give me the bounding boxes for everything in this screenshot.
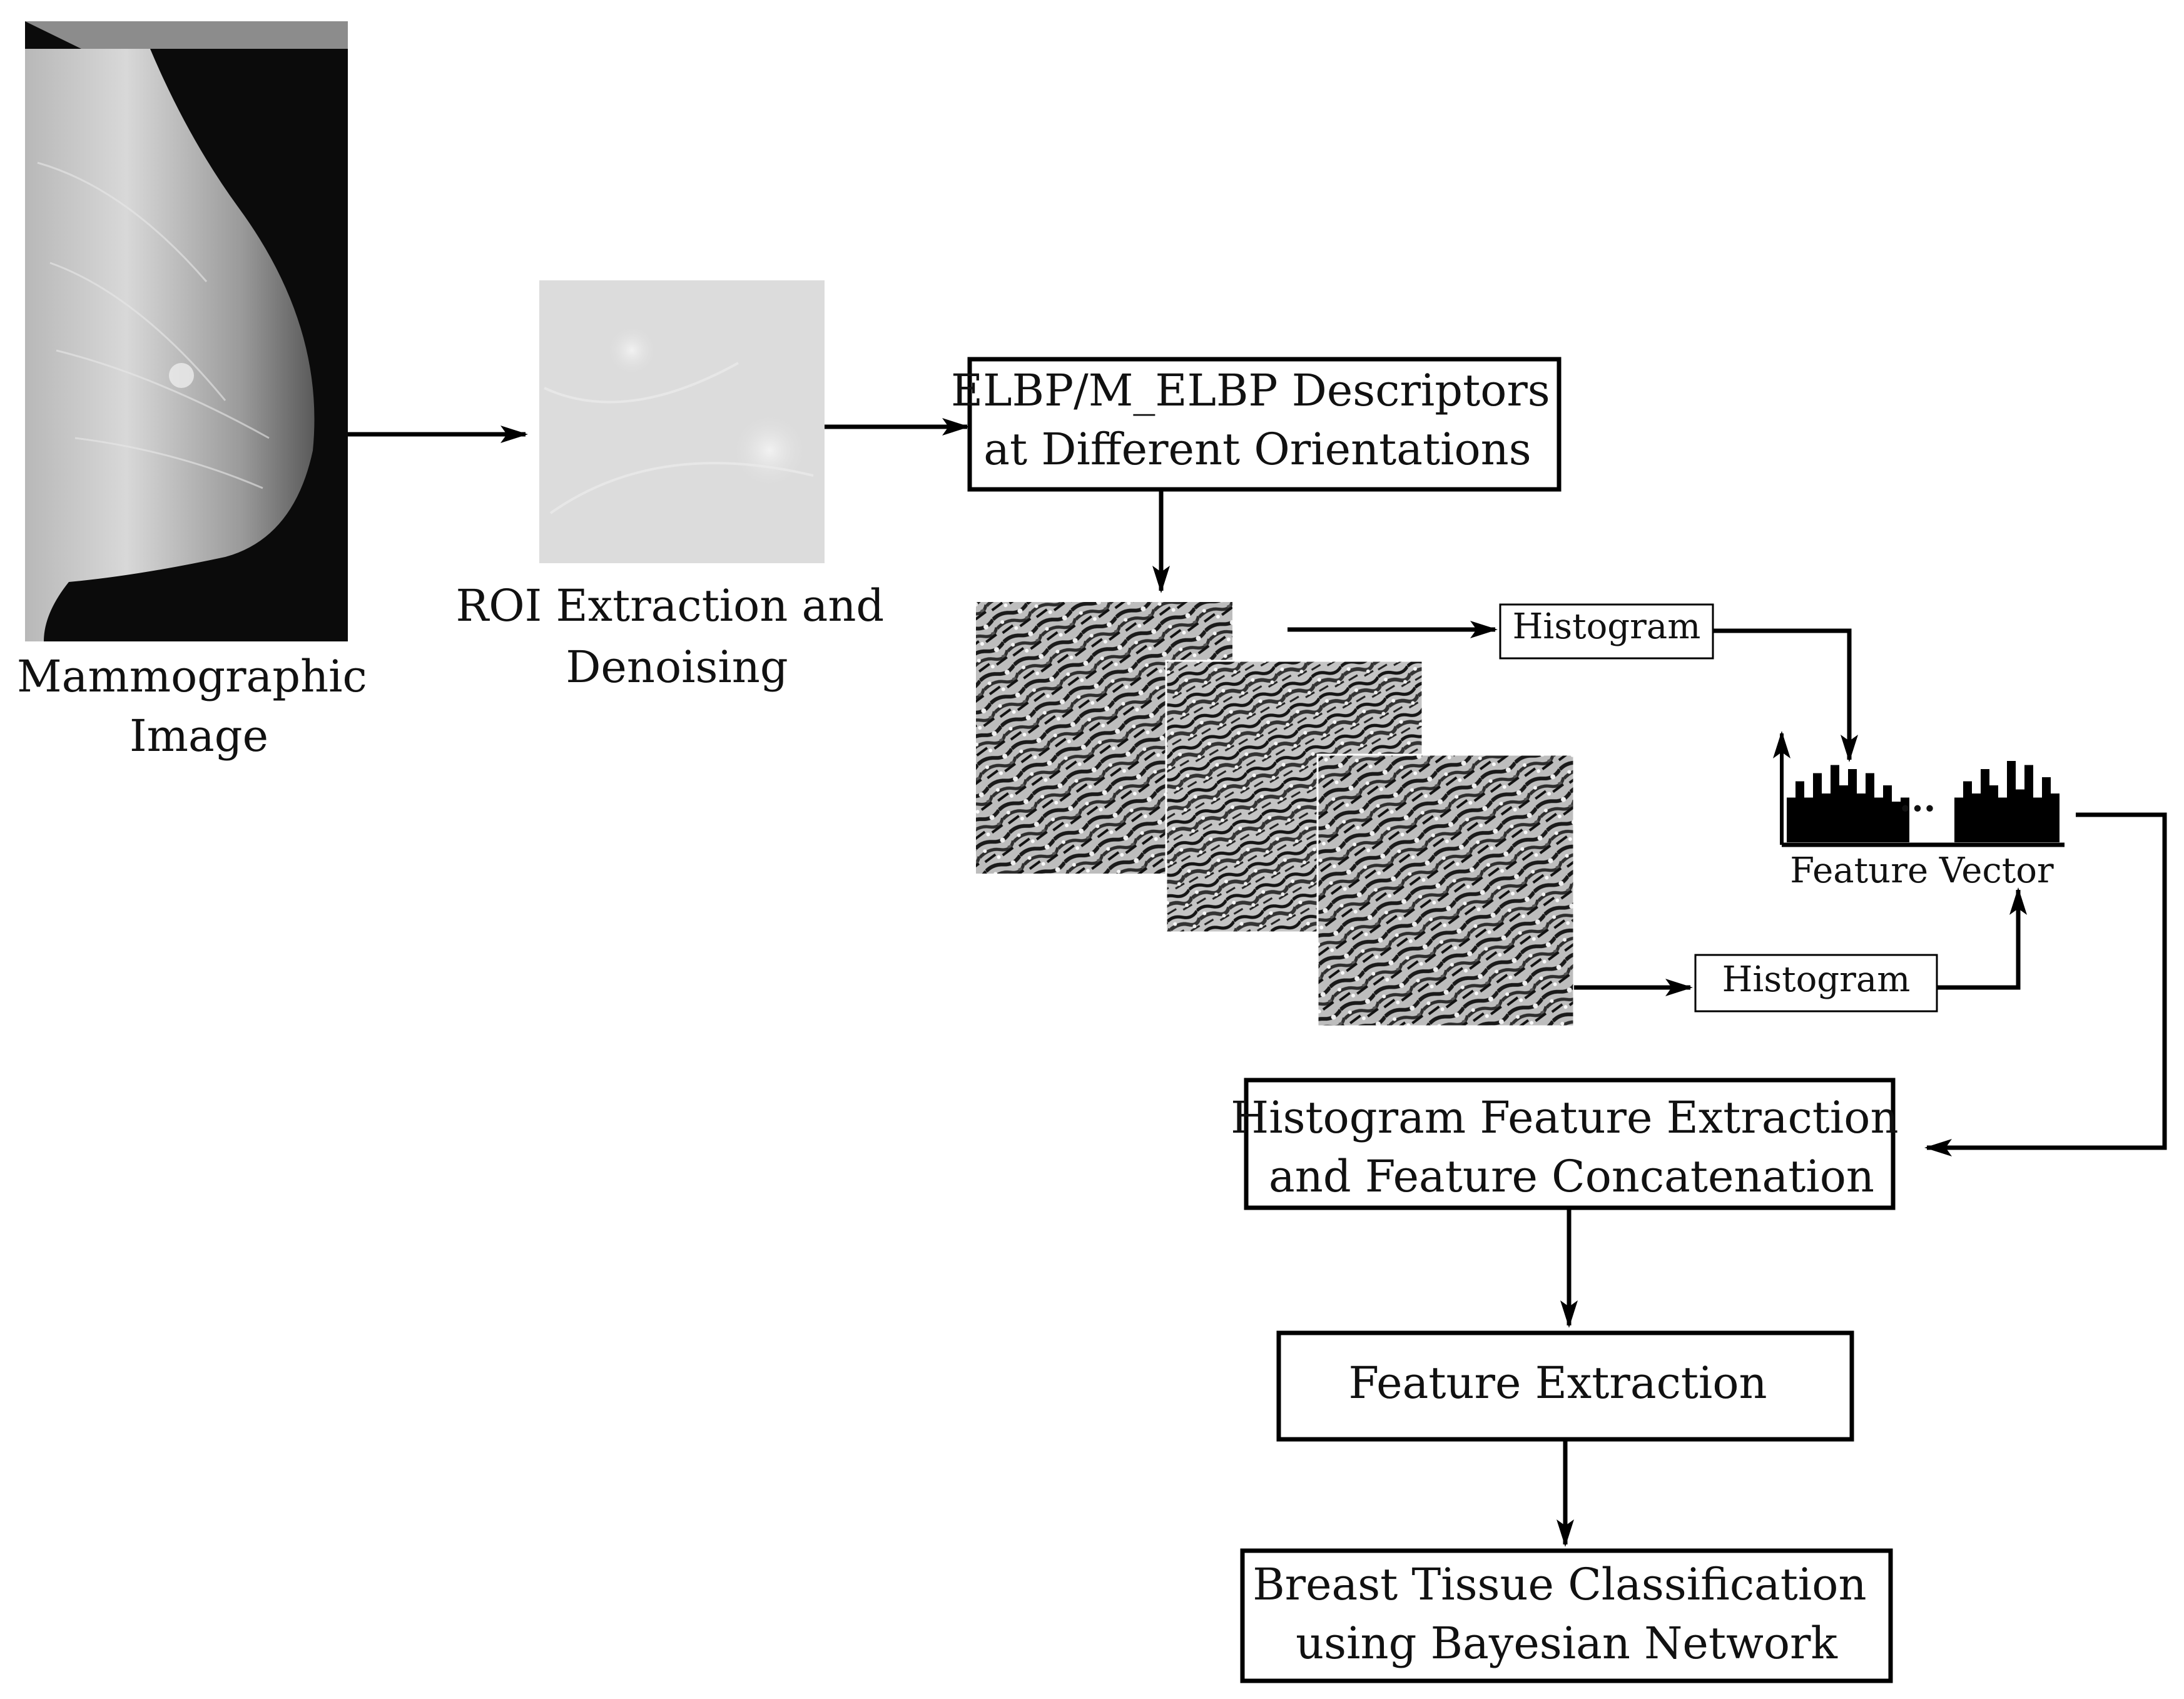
classification-label: Breast Tissue Classification using Bayes… [1252, 1559, 1881, 1669]
feature-vector-right-bar-8 [2016, 789, 2024, 842]
feature-vector-chart: ... [1773, 731, 2065, 847]
feature-vector-right-bar-3 [1972, 793, 1981, 842]
histogram-box-bottom [1694, 954, 1938, 1013]
texture-image-3 [1316, 753, 1575, 1028]
texture-images [976, 602, 1575, 1028]
histogram-feature-box [1244, 1078, 1896, 1210]
feature-vector-left-bar-1 [1787, 797, 1795, 842]
roi-label: ROI Extraction and Denoising [456, 580, 898, 693]
feature-vector-right-bar-6 [1998, 797, 2007, 842]
histogram-feature-label: Histogram Feature Extraction and Feature… [1231, 1092, 1912, 1202]
elbp-box-line2: at Different Orientations [983, 424, 1531, 475]
elbp-box-label: ELBP/M_ELBP Descriptors at Different Ori… [951, 365, 1564, 475]
elbp-descriptor-box [967, 357, 1562, 492]
feature-vector-left-bar-14 [1901, 797, 1909, 842]
feature-vector-left-bar-12 [1883, 785, 1892, 842]
histogram-feature-line1: Histogram Feature Extraction [1231, 1092, 1898, 1143]
mammo-label: Mammographic Image [17, 651, 381, 762]
feature-vector-ellipsis: ... [1899, 778, 1936, 820]
arrow-histogram-bottom-to-vector [1937, 887, 2027, 990]
feature-vector-right-bar-7 [2007, 761, 2016, 842]
arrow-histogram-top-to-vector [1713, 628, 1858, 762]
connectors [348, 418, 2167, 1547]
roi-image [539, 280, 825, 563]
classification-line1: Breast Tissue Classification [1252, 1559, 1866, 1610]
mammogram-image [25, 21, 348, 641]
feature-vector-right-bar-2 [1963, 781, 1972, 842]
feature-vector-left-bar-6 [1831, 765, 1839, 842]
feature-extraction-label: Feature Extraction [1348, 1357, 1767, 1409]
feature-vector-right-bar-5 [1989, 785, 1998, 842]
feature-vector-left-bar-2 [1795, 781, 1804, 842]
histogram-box-top [1499, 603, 1714, 660]
mammo-label-line1: Mammographic [17, 651, 367, 702]
classification-box [1240, 1548, 1893, 1683]
roi-label-line1: ROI Extraction and [456, 580, 885, 631]
feature-vector-right-bar-4 [1981, 769, 1989, 842]
mammo-label-line2: Image [130, 710, 268, 762]
feature-vector-label: Feature Vector [1790, 850, 2054, 891]
feature-vector-left-bar-3 [1804, 797, 1813, 842]
roi-label-line2: Denoising [566, 641, 788, 693]
feature-vector-left-bar-8 [1848, 769, 1857, 842]
elbp-box-line1: ELBP/M_ELBP Descriptors [951, 365, 1550, 416]
feature-vector-right-bar-11 [2042, 777, 2051, 842]
histogram-bottom-label: Histogram [1722, 959, 1911, 1000]
feature-vector-right-bar-1 [1954, 797, 1963, 842]
feature-vector-left-bar-13 [1892, 802, 1901, 842]
classification-line2: using Bayesian Network [1296, 1618, 1837, 1669]
feature-vector-right-bar-9 [2024, 765, 2033, 842]
feature-vector-left-bar-11 [1874, 797, 1883, 842]
feature-vector-left-bar-5 [1822, 793, 1831, 842]
feature-vector-left-bar-4 [1813, 773, 1822, 842]
feature-vector-left-bar-10 [1866, 773, 1874, 842]
histogram-top-label: Histogram [1513, 606, 1701, 647]
feature-vector-right-bar-10 [2033, 797, 2042, 842]
feature-vector-left-bar-7 [1839, 785, 1848, 842]
histogram-feature-line2: and Feature Concatenation [1269, 1151, 1874, 1202]
feature-vector-left-bar-9 [1857, 793, 1866, 842]
feature-vector-right-bar-12 [2051, 793, 2060, 842]
